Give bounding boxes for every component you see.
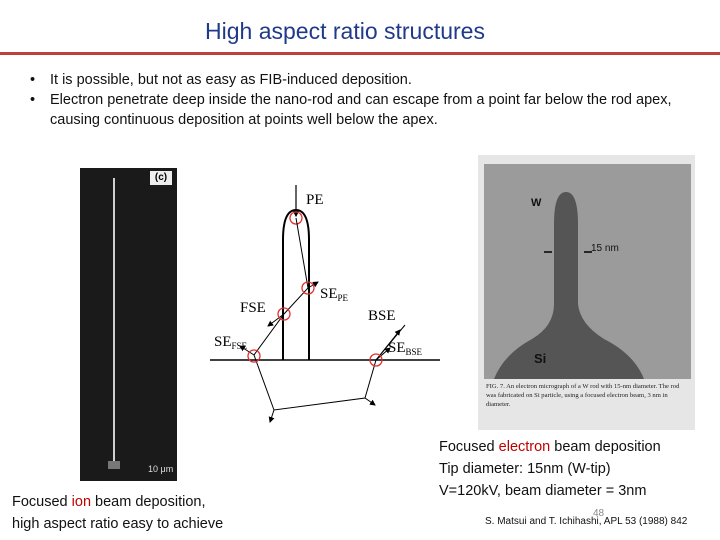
bullet-dot-icon: • [30, 72, 36, 88]
bullet-text: It is possible, but not as easy as FIB-i… [50, 72, 412, 88]
se-fse-circle [247, 349, 261, 363]
fse-label: FSE [240, 300, 266, 316]
w-rod-shape [494, 192, 644, 379]
ebid-caption: Focused electron beam deposition Tip dia… [439, 436, 661, 502]
down-arrow [268, 409, 275, 423]
bullet-item: • It is possible, but not as easy as FIB… [28, 70, 708, 90]
nano-rod-outline [282, 208, 310, 360]
se-bse-arrow [375, 347, 391, 361]
scale-label: 10 μm [148, 464, 174, 474]
se-bse-label: SEBSE [388, 340, 423, 357]
micrograph-caption: FIG. 7. An electron micrograph of a W ro… [486, 383, 680, 408]
pe-label: PE [306, 192, 324, 208]
panel-label: (c) [150, 171, 172, 185]
fib-caption-line1: Focused ion beam deposition, [12, 494, 206, 510]
si-label: Si [534, 351, 547, 366]
ebid-caption-line1: Focused electron beam deposition [439, 439, 661, 455]
se-bse-circle [369, 353, 383, 367]
se-pe-label: SEPE [320, 286, 349, 303]
bullet-text: Electron penetrate deep inside the nano-… [50, 92, 672, 128]
title-divider [0, 52, 720, 55]
micrograph-image [484, 164, 691, 379]
fse-circle [277, 307, 291, 321]
pe-circle [289, 211, 303, 225]
bse-label: BSE [368, 308, 396, 324]
rod-base [108, 461, 120, 469]
ebid-caption-line3: V=120kV, beam diameter = 3nm [439, 483, 647, 499]
se-fse-arrow [239, 345, 255, 356]
se-pe-circle [301, 281, 315, 295]
fib-caption: Focused ion beam deposition, high aspect… [12, 491, 223, 535]
fib-caption-line2: high aspect ratio easy to achieve [12, 516, 224, 532]
slide-title: High aspect ratio structures [205, 18, 485, 44]
bullet-list: • It is possible, but not as easy as FIB… [28, 70, 708, 130]
diameter-label: 15 nm [591, 243, 619, 254]
bullet-item: • Electron penetrate deep inside the nan… [28, 90, 708, 130]
w-label: W [531, 197, 542, 209]
fib-rod-micrograph: (c) 10 μm [80, 168, 177, 481]
electron-scattering-diagram: PE FSE SEPE BSE SEFSE SEBSE [210, 185, 440, 423]
fse-arrow [267, 313, 285, 327]
ebid-caption-line2: Tip diameter: 15nm (W-tip) [439, 461, 611, 477]
se-fse-label: SEFSE [214, 334, 248, 351]
ebid-w-rod-micrograph: W 15 nm Si FIG. 7. An electron micrograp… [478, 155, 695, 430]
reference-citation: S. Matsui and T. Ichihashi, APL 53 (1988… [485, 516, 688, 527]
rod-image [113, 178, 115, 468]
down-arrow [364, 397, 376, 406]
bullet-dot-icon: • [30, 92, 36, 108]
page-number: 48 [593, 508, 605, 519]
